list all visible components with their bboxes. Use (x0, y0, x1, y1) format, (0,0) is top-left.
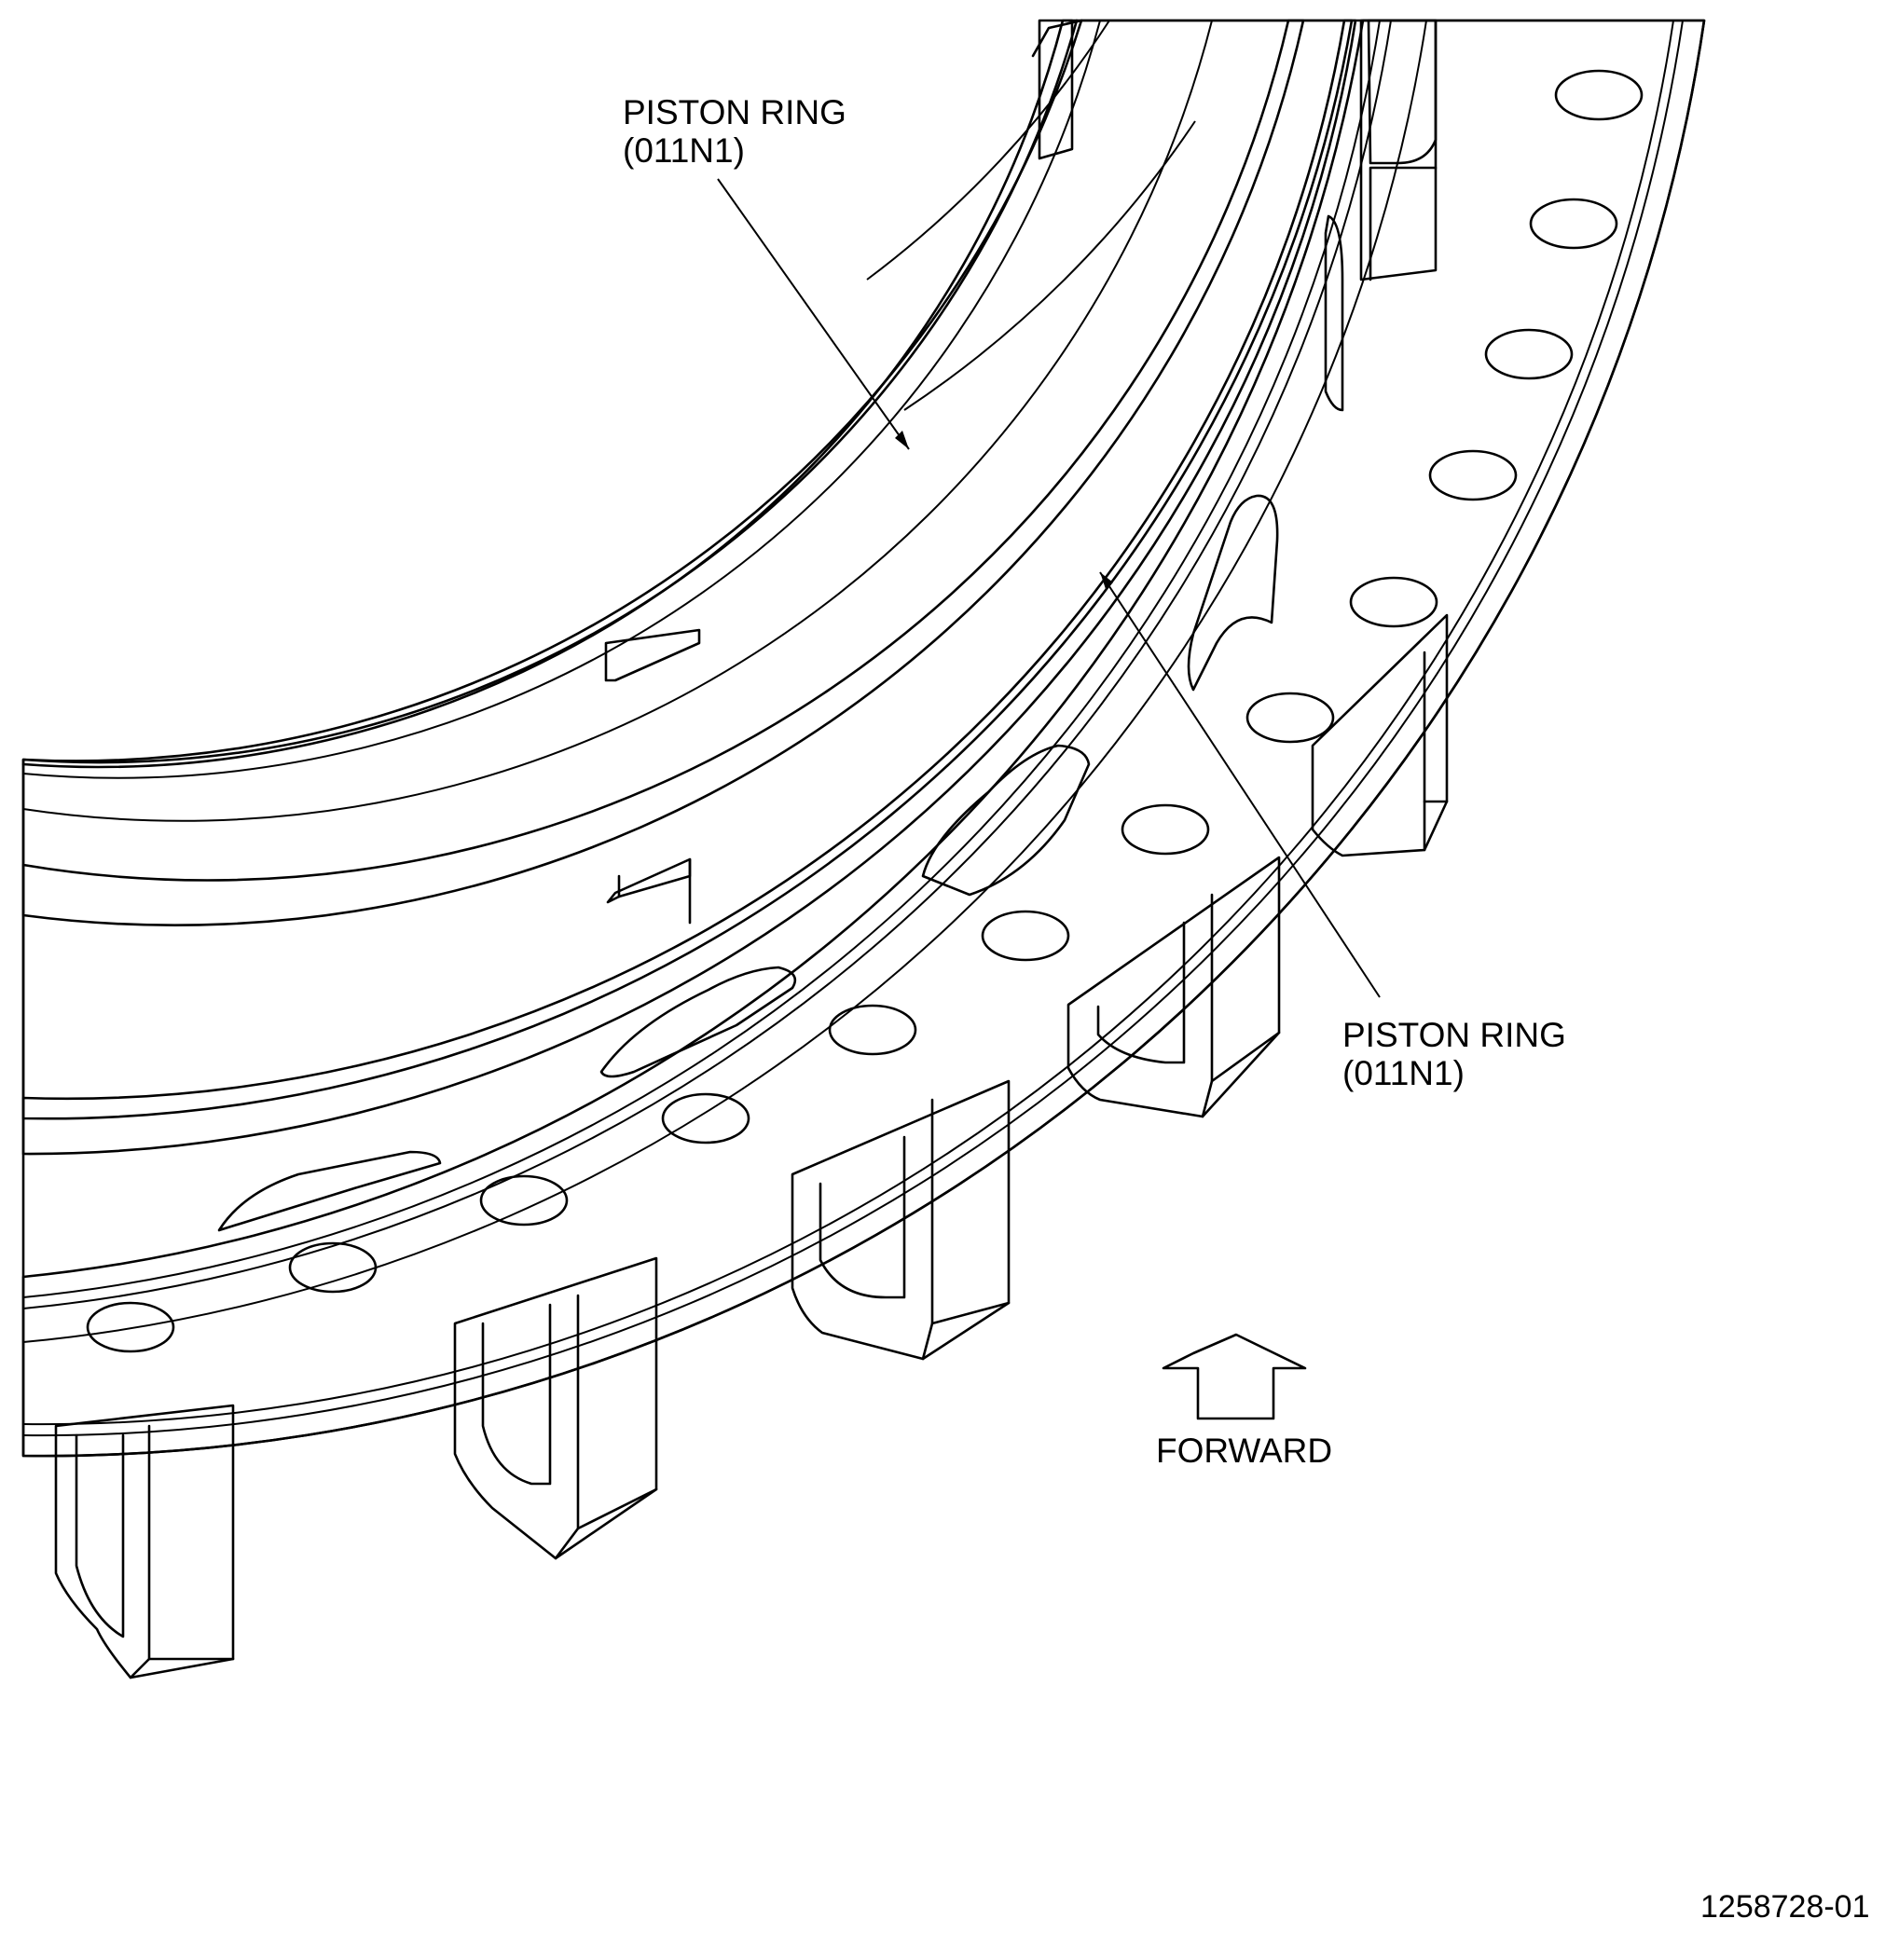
piston-ring-upper (21, 19, 1305, 926)
leader-lines (717, 178, 1381, 998)
callout-lower-line1: PISTON RING (1342, 1016, 1566, 1054)
piston-ring-lower (21, 19, 1357, 1156)
leader-arrowhead-upper (895, 431, 909, 449)
forward-label: FORWARD (1156, 1432, 1333, 1470)
bolt-hole (828, 1004, 917, 1056)
up-arrow-icon (1162, 1333, 1307, 1420)
callout-label-lower: PISTON RING (011N1) (1342, 1016, 1566, 1092)
figure-number: 1258728-01 (1700, 1889, 1870, 1925)
callout-label-upper: PISTON RING (011N1) (623, 93, 846, 170)
cooling-slots (217, 214, 1344, 1232)
callout-lower-line2: (011N1) (1342, 1054, 1465, 1092)
bolt-hole (1529, 198, 1618, 250)
lug (1311, 613, 1449, 857)
bolt-hole (1428, 449, 1518, 501)
bolt-hole (1554, 69, 1644, 121)
bolt-hole (86, 1301, 175, 1353)
bolt-hole (1245, 692, 1335, 744)
leader-line-upper (717, 178, 910, 450)
leader-line-lower (1099, 571, 1381, 998)
lug (453, 1256, 658, 1560)
lug (1066, 856, 1281, 1118)
mounting-lugs (54, 613, 1449, 1679)
bolt-hole (288, 1241, 378, 1294)
bolt-hole (1121, 803, 1210, 856)
bolt-hole (1349, 576, 1438, 628)
bolt-holes (86, 69, 1644, 1353)
callout-upper-line2: (011N1) (623, 131, 745, 170)
front-flange (21, 19, 1706, 1458)
bolt-hole (1484, 328, 1574, 380)
bolt-hole (479, 1174, 569, 1227)
bolt-hole (661, 1092, 750, 1144)
callout-upper-line1: PISTON RING (623, 93, 846, 131)
inner-cylinder (21, 19, 1357, 1156)
lug (54, 1404, 235, 1679)
leader-arrowhead-lower (1100, 572, 1113, 589)
bolt-hole (981, 910, 1070, 962)
